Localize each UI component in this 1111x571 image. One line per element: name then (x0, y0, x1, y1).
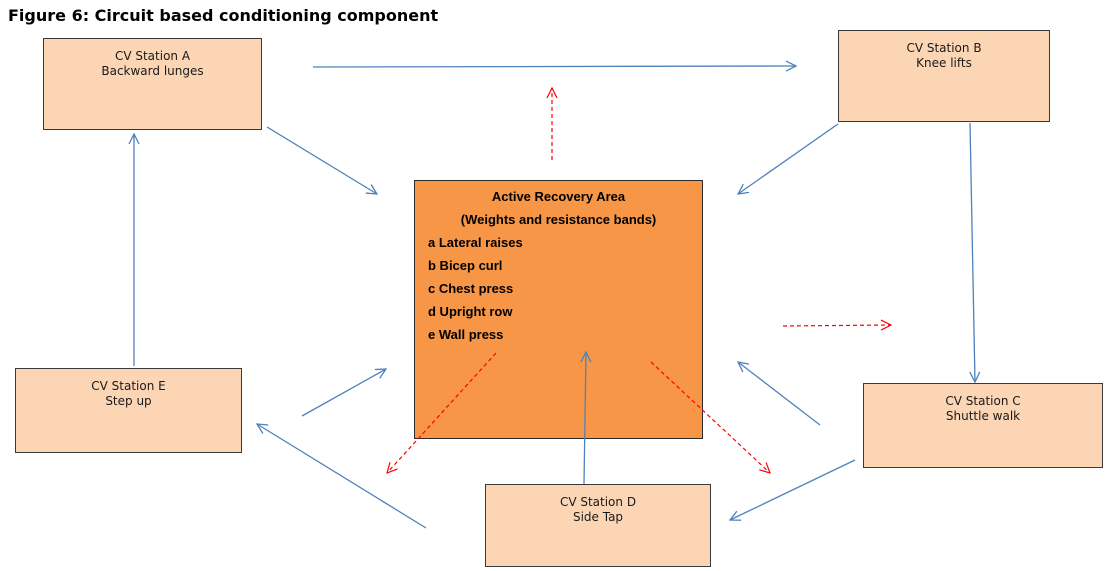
dashed-arrow-to-d (650, 361, 770, 473)
recovery-title: Active Recovery Area (491, 189, 626, 204)
recovery-item-bicep-curl: b Bicep curl (428, 258, 503, 273)
recovery-exercise-list: a Lateral raises b Bicep curl c Chest pr… (428, 235, 523, 350)
dashed-arrow-to-e (387, 352, 497, 473)
figure-title: Figure 6: Circuit based conditioning com… (8, 6, 439, 25)
recovery-item-lateral-raises: a Lateral raises (428, 235, 523, 250)
recovery-item-upright-row: d Upright row (428, 304, 513, 319)
arrow-c-to-d (730, 459, 856, 520)
station-b-box: CV Station B Knee lifts (838, 30, 1050, 122)
arrow-e-to-recovery (301, 369, 386, 417)
recovery-item-wall-press: e Wall press (428, 327, 504, 342)
arrow-b-to-c (970, 122, 975, 382)
station-d-exercise: Side Tap (572, 510, 624, 524)
arrow-a-to-recovery (266, 126, 377, 194)
dashed-arrow-to-c (782, 325, 891, 326)
station-e-exercise: Step up (105, 394, 152, 408)
arrow-c-to-recovery (738, 362, 821, 426)
arrow-d-to-recovery (584, 352, 586, 485)
station-c-exercise: Shuttle walk (945, 409, 1021, 423)
station-d-box: CV Station D Side Tap (485, 484, 711, 567)
station-b-exercise: Knee lifts (916, 56, 972, 70)
station-a-box: CV Station A Backward lunges (43, 38, 262, 130)
arrow-a-to-b (312, 66, 796, 67)
recovery-item-chest-press: c Chest press (428, 281, 514, 296)
station-a-name: CV Station A (114, 49, 191, 63)
station-a-exercise: Backward lunges (101, 64, 204, 78)
station-e-name: CV Station E (91, 379, 166, 393)
recovery-subtitle: (Weights and resistance bands) (460, 212, 657, 227)
active-recovery-area: Active Recovery Area (Weights and resist… (414, 180, 703, 439)
station-e-box: CV Station E Step up (15, 368, 242, 453)
arrow-d-to-e (257, 424, 427, 529)
station-c-box: CV Station C Shuttle walk (863, 383, 1103, 468)
station-c-name: CV Station C (945, 394, 1021, 408)
station-b-name: CV Station B (906, 41, 982, 55)
arrow-b-to-recovery (738, 123, 839, 194)
station-d-name: CV Station D (559, 495, 637, 509)
